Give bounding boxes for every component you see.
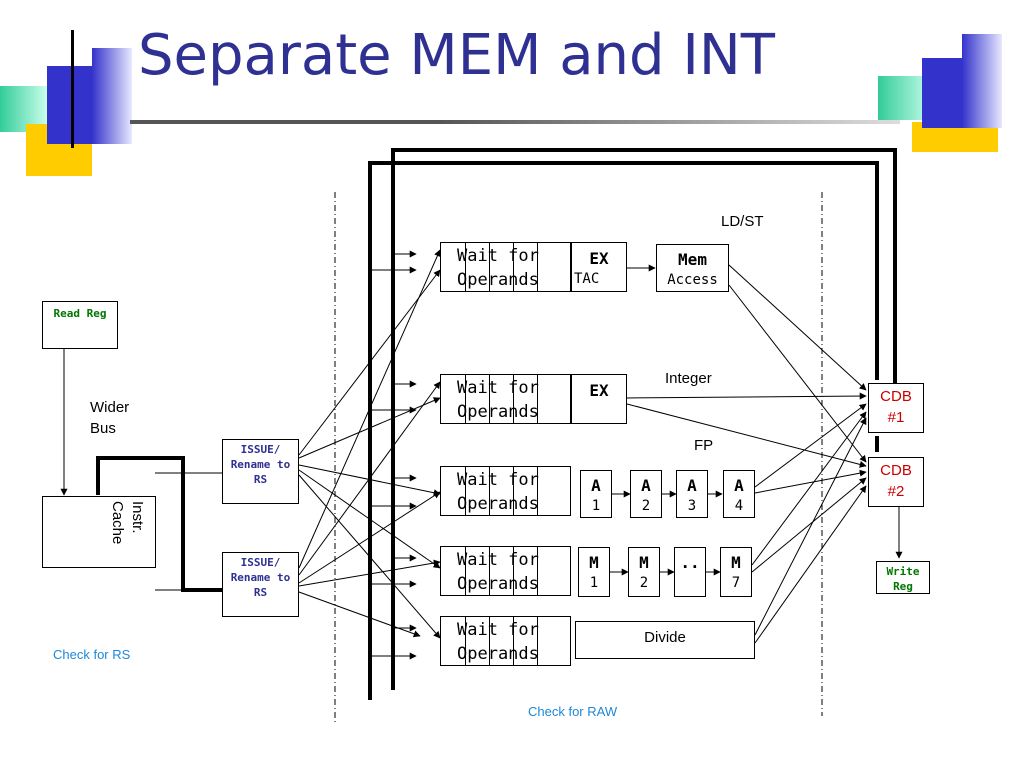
ellipsis: ..	[680, 553, 700, 572]
m-letter: M	[731, 553, 741, 572]
issue-line1: ISSUE/	[240, 443, 281, 456]
fp-mul-stage-7: M 7	[720, 547, 752, 597]
issue-rename-box-1: ISSUE/ Rename to RS	[222, 439, 299, 504]
decoration-top-right	[870, 30, 1024, 160]
wait-line2: Operands	[457, 270, 539, 290]
m-num: 2	[639, 575, 649, 591]
instr-cache-box: Instr. Cache	[42, 496, 156, 568]
a-num: 4	[734, 498, 744, 514]
issue-line3: RS	[253, 473, 268, 486]
m-letter: M	[639, 553, 649, 572]
plain-lines	[155, 472, 222, 591]
reservation-station-divide: Wait for Operands	[440, 616, 571, 666]
ldst-ex-bottom: TAC	[574, 271, 600, 287]
wait-line2: Operands	[457, 494, 539, 514]
wider-bus-line2: Bus	[90, 420, 116, 437]
title-underline	[130, 120, 900, 124]
fp-label: FP	[694, 437, 714, 454]
issue-line3: RS	[253, 586, 268, 599]
wait-line1: Wait for	[457, 620, 539, 640]
reservation-station-integer: Wait for Operands	[440, 374, 571, 424]
a-letter: A	[641, 476, 651, 495]
fp-add-stage-4: A 4	[723, 470, 755, 518]
arrow-lines	[60, 249, 903, 660]
integer-ex-label: EX	[589, 381, 609, 400]
fp-mul-stage-1: M 1	[578, 547, 610, 597]
fp-add-stage-2: A 2	[630, 470, 662, 518]
instr-cache-line2: Cache	[109, 501, 126, 545]
a-num: 3	[687, 498, 697, 514]
wait-line1: Wait for	[457, 550, 539, 570]
fp-mul-stage-2: M 2	[628, 547, 660, 597]
cdb-1-title: CDB	[880, 388, 912, 405]
read-reg-box: Read Reg	[42, 301, 118, 349]
cdb-2-box: CDB #2	[868, 457, 924, 507]
a-letter: A	[687, 476, 697, 495]
wait-line2: Operands	[457, 644, 539, 664]
a-letter: A	[734, 476, 744, 495]
wait-line2: Operands	[457, 402, 539, 422]
deco-blue-gradient	[92, 48, 132, 144]
issue-rename-box-2: ISSUE/ Rename to RS	[222, 552, 299, 617]
mem-access-box: Mem Access	[656, 244, 729, 292]
deco-blue-gradient-right	[962, 34, 1002, 128]
fp-add-stage-3: A 3	[676, 470, 708, 518]
wait-line2: Operands	[457, 574, 539, 594]
cdb-2-number: #2	[887, 483, 905, 500]
write-reg-line1: Write	[886, 565, 920, 578]
fp-add-stage-1: A 1	[580, 470, 612, 518]
wait-line1: Wait for	[457, 378, 539, 398]
ldst-ex-box: EX TAC	[571, 242, 627, 292]
read-reg-label: Read Reg	[53, 307, 107, 320]
issue-line1: ISSUE/	[240, 556, 281, 569]
cdb-1-box: CDB #1	[868, 383, 924, 433]
check-raw-label: Check for RAW	[528, 704, 618, 719]
divide-label: Divide	[644, 629, 686, 646]
wait-line1: Wait for	[457, 470, 539, 490]
cdb-bus-lines	[96, 148, 897, 700]
wait-line1: Wait for	[457, 246, 539, 266]
write-reg-line2: Reg	[893, 580, 913, 593]
divide-unit-box: Divide	[575, 621, 755, 659]
m-num: 7	[731, 575, 741, 591]
fp-mul-stage-ellipsis: ..	[674, 547, 706, 597]
slide-title: Separate MEM and INT	[138, 23, 775, 88]
integer-ex-box: EX	[571, 374, 627, 424]
ldst-ex-top: EX	[589, 249, 609, 268]
m-num: 1	[589, 575, 599, 591]
m-letter: M	[589, 553, 599, 572]
issue-line2: Rename to	[230, 571, 291, 584]
instr-cache-label: Instr. Cache	[107, 501, 147, 544]
mem-top: Mem	[678, 250, 707, 269]
wider-bus-label: Wider Bus	[90, 397, 129, 439]
mem-bottom: Access	[667, 272, 718, 288]
cdb-1-number: #1	[887, 409, 905, 426]
integer-label: Integer	[665, 370, 712, 387]
ldst-label: LD/ST	[721, 213, 764, 230]
deco-vertical-line	[71, 30, 74, 148]
reservation-station-fp-add: Wait for Operands	[440, 466, 571, 516]
a-num: 1	[591, 498, 601, 514]
write-reg-box: Write Reg	[876, 561, 930, 594]
a-letter: A	[591, 476, 601, 495]
cdb-2-title: CDB	[880, 462, 912, 479]
issue-line2: Rename to	[230, 458, 291, 471]
reservation-station-ldst: Wait for Operands	[440, 242, 571, 292]
check-rs-label: Check for RS	[53, 647, 131, 662]
instr-cache-line1: Instr.	[129, 501, 146, 534]
a-num: 2	[641, 498, 651, 514]
stage-separators	[334, 192, 823, 724]
decoration-top-left	[0, 0, 135, 180]
reservation-station-fp-mul: Wait for Operands	[440, 546, 571, 596]
wider-bus-line1: Wider	[90, 399, 130, 416]
deco-blue-block-right	[922, 58, 968, 128]
